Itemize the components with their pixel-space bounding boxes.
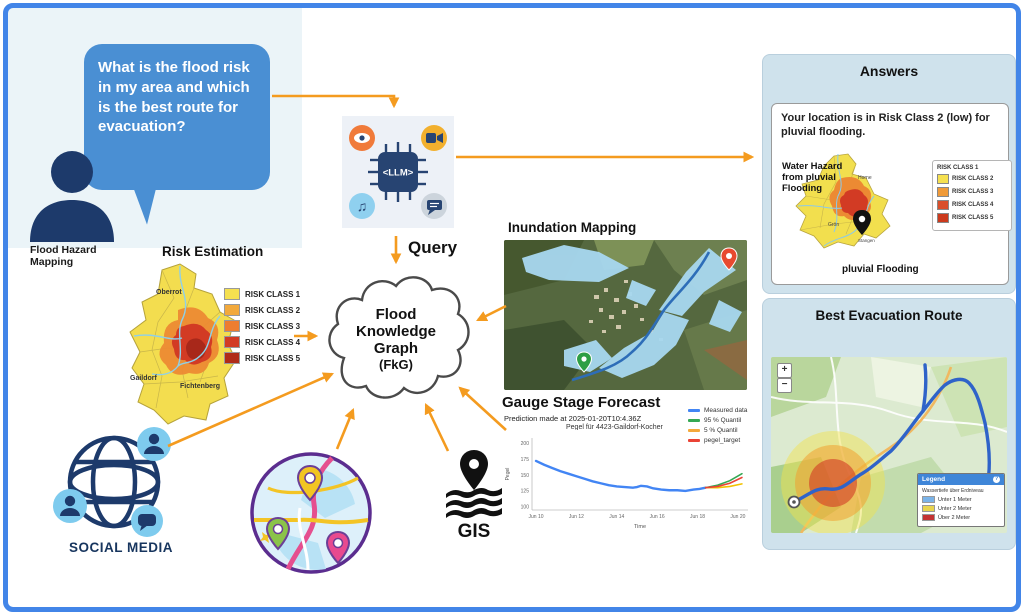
svg-text:Time: Time bbox=[634, 524, 646, 530]
svg-text:100: 100 bbox=[521, 505, 530, 511]
gis-icon: GIS bbox=[446, 450, 502, 540]
arrow-bubble-to-llm bbox=[272, 94, 400, 109]
arrow-social-to-cloud bbox=[167, 372, 334, 448]
flood-knowledge-graph-cloud bbox=[328, 276, 470, 399]
ans-risk5-swatch bbox=[937, 213, 949, 223]
evacuation-legend-header: Legend bbox=[922, 476, 946, 483]
video-camera-icon bbox=[421, 125, 447, 151]
svg-text:Pegel: Pegel bbox=[505, 468, 511, 481]
svg-text:150: 150 bbox=[521, 473, 530, 479]
depth1-swatch bbox=[922, 496, 935, 503]
q5-swatch bbox=[688, 429, 700, 432]
risk3-swatch bbox=[224, 320, 240, 332]
svg-text:Jun 16: Jun 16 bbox=[650, 514, 665, 520]
answers-place-horne: Horne bbox=[858, 175, 872, 181]
ans-risk4-swatch bbox=[937, 200, 949, 210]
svg-text:Jun 12: Jun 12 bbox=[569, 514, 584, 520]
target-swatch bbox=[688, 439, 700, 442]
gauge-forecast-subtitle: Prediction made at 2025-01-20T10:4.36Z bbox=[504, 414, 642, 423]
inundation-pin-red bbox=[720, 247, 738, 271]
inundation-pin-green bbox=[575, 351, 593, 373]
risk-estimation-title: Risk Estimation bbox=[162, 244, 264, 259]
evacuation-legend-subtitle: Wassertiefe über Erdniveau bbox=[922, 488, 984, 494]
q95-swatch bbox=[688, 419, 700, 422]
svg-text:Jun 14: Jun 14 bbox=[609, 514, 624, 520]
svg-text:175: 175 bbox=[521, 457, 530, 463]
svg-text:200: 200 bbox=[521, 441, 530, 447]
social-chat-icon bbox=[131, 505, 163, 537]
map-pin-pink bbox=[325, 530, 351, 565]
svg-text:♫: ♫ bbox=[357, 198, 368, 214]
social-user-icon-topright bbox=[137, 427, 171, 461]
zoom-out-button[interactable]: − bbox=[777, 378, 792, 393]
answers-legend-title: RISK CLASS 1 bbox=[937, 165, 979, 171]
legend-collapse-icon[interactable]: ? bbox=[993, 476, 1000, 483]
person-icon bbox=[30, 151, 114, 242]
answers-place-stangen: Stangen bbox=[858, 238, 875, 243]
risk1-swatch bbox=[224, 288, 240, 300]
gis-label: GIS bbox=[458, 521, 491, 540]
answer-message: Your location is in Risk Class 2 (low) f… bbox=[781, 112, 990, 139]
depth2-swatch bbox=[922, 505, 935, 512]
gauge-forecast-title: Gauge Stage Forecast bbox=[502, 394, 661, 411]
place-gaildorf: Gaildorf bbox=[130, 375, 158, 382]
risk2-swatch bbox=[224, 304, 240, 316]
answer-card: Your location is in Risk Class 2 (low) f… bbox=[771, 103, 1012, 285]
arrow-pins-to-cloud bbox=[335, 407, 355, 450]
svg-text:125: 125 bbox=[521, 489, 530, 495]
flood-knowledge-graph-text: Flood Knowledge Graph (FkG) bbox=[355, 305, 436, 373]
risk-estimation-map: Oberrot Gaildorf Fichtenberg bbox=[129, 263, 237, 425]
arrow-inundation-to-cloud bbox=[476, 304, 507, 322]
gauge-forecast-chart-title: Pegel für 4423-Gaildorf-Kocher bbox=[566, 424, 663, 431]
gauge-forecast-legend: Measured data 95 % Quantil 5 % Quantil p… bbox=[688, 407, 747, 447]
llm-chip-label: <LLM> bbox=[383, 168, 414, 179]
arrow-gis-to-cloud bbox=[424, 403, 450, 452]
evacuation-title: Best Evacuation Route bbox=[815, 308, 963, 323]
social-media-label: SOCIAL MEDIA bbox=[68, 540, 173, 555]
depth3-swatch bbox=[922, 514, 935, 521]
answers-panel: Answers Your location is in Risk Class 2… bbox=[762, 54, 1016, 294]
map-pin-yellow bbox=[296, 464, 324, 502]
flood-hazard-mapping-label: Flood Hazard Mapping bbox=[30, 244, 97, 269]
risk-estimation-legend: RISK CLASS 1 RISK CLASS 2 RISK CLASS 3 R… bbox=[224, 288, 300, 368]
social-user-icon-left bbox=[53, 489, 87, 523]
eye-icon bbox=[349, 125, 375, 151]
speech-bubble: What is the flood risk in my area and wh… bbox=[84, 44, 270, 190]
answers-risk-legend: RISK CLASS 1 RISK CLASS 2 RISK CLASS 3 R… bbox=[932, 160, 1012, 231]
place-oberrot: Oberrot bbox=[156, 289, 182, 296]
evacuation-legend: Legend? Wassertiefe über Erdniveau Unter… bbox=[917, 473, 1005, 527]
answers-title: Answers bbox=[859, 63, 919, 79]
evacuation-map: + − Legend? Wassertiefe über Erdniveau U… bbox=[771, 357, 1007, 533]
map-pins-illustration bbox=[250, 452, 372, 574]
social-media-icon bbox=[53, 427, 171, 537]
music-note-icon: ♫ bbox=[349, 193, 375, 219]
inundation-map bbox=[504, 240, 747, 390]
ans-risk3-swatch bbox=[937, 187, 949, 197]
ans-risk2-swatch bbox=[937, 174, 949, 184]
chat-message-icon bbox=[421, 193, 447, 219]
water-hazard-map-title: Water Hazard from pluvial Flooding bbox=[782, 161, 843, 194]
answers-place-gron: Grön bbox=[828, 222, 839, 228]
water-hazard-map-caption: pluvial Flooding bbox=[842, 264, 919, 275]
svg-text:Jun 20: Jun 20 bbox=[730, 514, 745, 520]
speech-bubble-text: What is the flood risk in my area and wh… bbox=[98, 59, 250, 136]
svg-text:Jun 10: Jun 10 bbox=[529, 514, 544, 520]
risk4-swatch bbox=[224, 336, 240, 348]
measured-swatch bbox=[688, 409, 700, 412]
location-pin-icon bbox=[853, 210, 871, 235]
risk5-swatch bbox=[224, 352, 240, 364]
zoom-in-button[interactable]: + bbox=[777, 363, 792, 378]
inundation-mapping-title: Inundation Mapping bbox=[508, 220, 637, 235]
arrow-gauge-to-cloud bbox=[458, 386, 507, 431]
water-hazard-map: Horne Grön Stangen bbox=[795, 153, 891, 249]
svg-text:Jun 18: Jun 18 bbox=[690, 514, 705, 520]
query-label: Query bbox=[408, 238, 458, 257]
llm-chip-icon: <LLM> ♫ bbox=[349, 125, 447, 219]
evacuation-panel: Best Evacuation Route + − Legend? bbox=[762, 298, 1016, 550]
map-pin-green bbox=[265, 516, 291, 551]
place-fichtenberg: Fichtenberg bbox=[180, 383, 220, 390]
